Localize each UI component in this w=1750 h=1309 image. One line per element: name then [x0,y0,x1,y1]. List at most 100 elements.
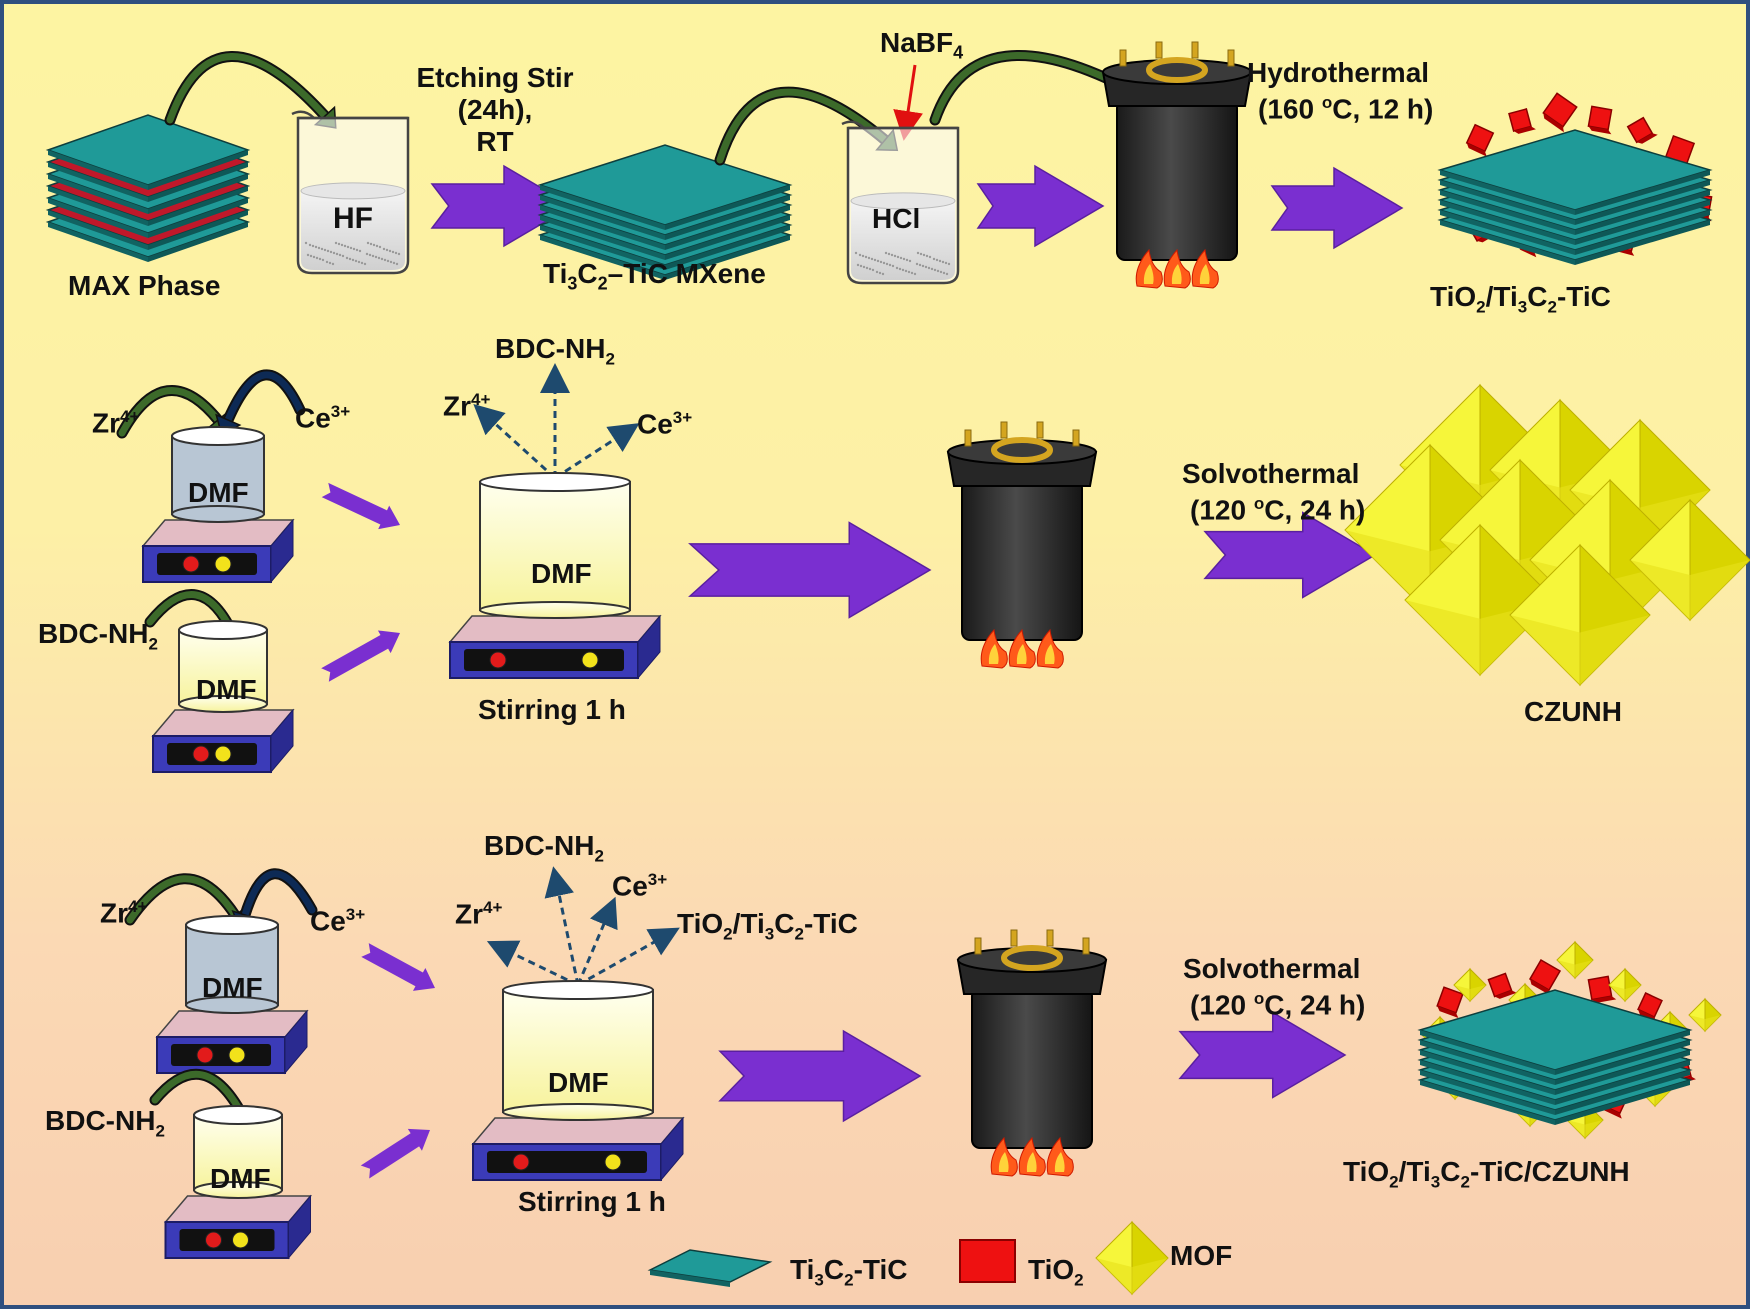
hf-beaker-sediment [383,258,387,262]
bdc-label-row3: BDC-NH2 [45,1105,165,1141]
stirring-label-row2: Stirring 1 h [478,694,626,725]
hcl-label: HCl [872,203,921,234]
hcl-beaker-liquid [851,200,955,280]
hotplate-dmf-row3-b-panel [179,1229,275,1251]
hf-beaker-sediment [314,245,318,249]
hcl-beaker-sediment [915,262,919,266]
hf-beaker-sediment [304,241,308,245]
hcl-beaker-sediment [867,256,871,260]
dmf-label-row2-a: DMF [188,477,249,508]
hf-beaker [291,110,410,275]
max-phase-stack-layer-edge [148,222,248,262]
mof-octahedron [1608,967,1642,1003]
product3-slabs-layer-edge [1420,1040,1555,1085]
solvothermal-label-row2: Solvothermal [1182,458,1360,489]
tio2-cube-face [1587,975,1613,1001]
arrow-to-autoclave-row1 [976,164,1105,248]
hf-beaker-sediment [386,259,390,263]
hf-beaker-sediment [335,252,339,256]
max-phase-stack-layer-edge [48,150,148,190]
mof-octahedron [1453,967,1487,1003]
solvothermal-label-row3: Solvothermal [1183,953,1361,984]
hotplate-dmf-row3-a-jar-top [185,915,279,935]
hf-beaker-sediment [372,243,376,247]
hf-beaker-sediment [312,255,316,259]
legend-mxene-swatch-edge [650,1270,730,1287]
hcl-beaker-sediment [893,254,897,258]
hcl-beaker-sediment [887,252,891,256]
mof-octahedron-mid [1567,1120,1603,1138]
stirring-label-row3: Stirring 1 h [518,1186,666,1217]
hcl-beaker-sediment [896,255,900,259]
hotplate-dmf-row3-center-base-side [660,1116,684,1182]
mxene-stack-layer-edge [665,215,790,260]
hf-beaker-sediment [331,262,335,266]
autoclave-row2-bolt [1000,421,1008,439]
hcl-beaker-sediment [938,259,942,263]
hf-beaker-sediment [337,242,341,246]
hotplate-dmf-row3-b-knob-red [205,1231,222,1249]
hf-beaker-liquid [301,190,405,270]
max-phase-stack-layer-edge [48,162,148,202]
hotplate-dmf-row2-a [141,426,295,584]
hcl-beaker-sediment [891,264,895,268]
dmf-label-row3-b: DMF [210,1163,271,1194]
hotplate-dmf-row3-center-jar-top [502,980,654,1000]
dashed-arrow-ce-row2 [554,423,640,480]
hcl-beaker-sediment [928,255,932,259]
hf-beaker-sediment [317,246,321,250]
zr-label-row3: Zr4+ [100,897,148,929]
max-phase-stack [45,114,251,262]
product1-slabs-layer-edge [1575,200,1710,245]
hotplate-dmf-row3-a-panel [171,1044,271,1066]
hf-beaker-surface [300,182,406,200]
hotplate-dmf-row2-center-knob-yellow [581,651,599,669]
hf-beaker-sediment [358,249,362,253]
product3-slabs-layer-edge [1420,1060,1555,1105]
nabf4-red-arrow [893,64,923,141]
hf-beaker-sediment [308,243,312,247]
hf-beaker-sediment [343,244,347,248]
curved-arrow-hcl-to-autoclave-stroke [931,52,1144,124]
hotplate-dmf-row2-b-base-side [270,708,294,774]
max-phase-stack-layer-edge [148,162,248,202]
product1-slabs [1437,129,1713,265]
hf-beaker-sediment [318,257,322,261]
hydrothermal-conditions: (160 oC, 12 h) [1258,93,1434,125]
hf-beaker-sediment [360,261,364,265]
max-phase-stack-layer-edge [48,210,148,250]
autoclave-row1-flame-core [1143,264,1154,284]
legend-tio2-label: TiO2 [1028,1254,1084,1290]
tio2-cube-edge [1636,133,1658,144]
hotplate-dmf-row3-b [163,1105,313,1260]
arrow-row3-main [718,1029,922,1123]
mof-octahedron-mid [1630,560,1750,620]
hotplate-dmf-row2-center-jar-bottom [479,601,631,619]
curved-arrow-zr-row3-stroke [126,875,239,924]
solvothermal-conditions-row2: (120 oC, 24 h) [1190,494,1366,526]
hcl-beaker-sediment [864,255,868,259]
small-arrow-row2-top-shape [321,482,400,530]
hf-beaker-sediment [366,241,370,245]
hf-beaker-sediment [378,245,382,249]
product1-slabs-layer-edge [1575,210,1710,255]
product1-slabs-layer-edge [1440,200,1575,245]
autoclave-row3-bolt [974,937,982,955]
hf-beaker-sediment [326,249,330,253]
hotplate-dmf-row3-a-base-side [284,1009,308,1075]
mof-octahedron [1629,498,1750,622]
product1-slabs-layer-edge [1575,190,1710,235]
hotplate-dmf-row3-center-knob-yellow [604,1153,622,1171]
hf-beaker-sediment [334,241,338,245]
product1-slabs-layer-edge [1440,190,1575,235]
small-arrow-row2-bottom-shape [321,630,401,682]
autoclave-row2-gold-ring [991,437,1053,463]
max-phase-stack-layer-edge [148,150,248,190]
legend-mxene-label: Ti3C2-TiC [790,1254,908,1290]
hcl-beaker-sediment [868,267,872,271]
hotplate-dmf-row2-b-panel [167,743,257,765]
small-arrow-row2-top [321,482,400,530]
product1-slabs-layer-edge [1575,180,1710,225]
hf-beaker-sediment [325,260,329,264]
legend-mof-swatch-mid [1096,1258,1168,1294]
